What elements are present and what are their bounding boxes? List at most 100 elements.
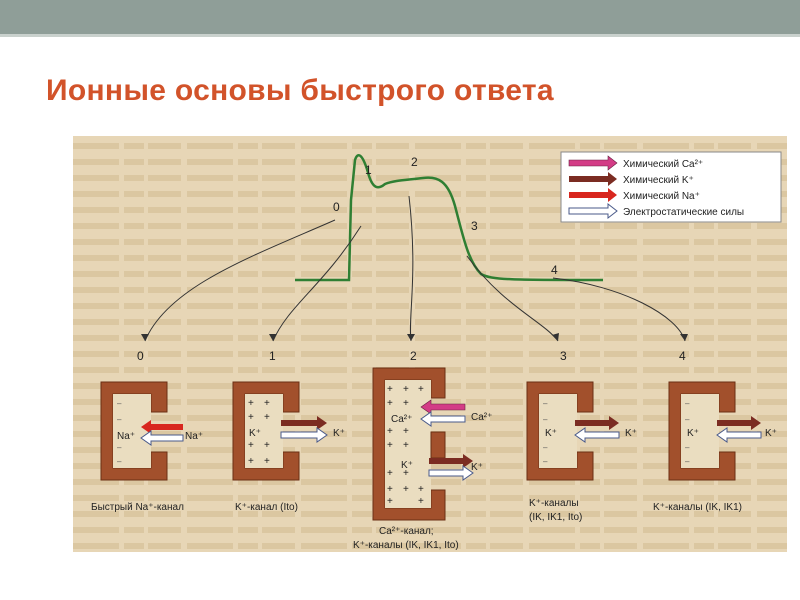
connector-arrow-1 [272, 225, 362, 342]
channel-4-k: –––– K⁺ K⁺ [668, 381, 777, 481]
svg-text:+: + [248, 456, 254, 467]
channel-3-charge-marks: – – – – [543, 399, 548, 466]
svg-text:–: – [543, 443, 548, 452]
svg-text:+: + [403, 398, 409, 409]
channel-0-ion-inside: Na⁺ [117, 431, 135, 442]
electrostatic-inward-arrow-icon-3 [574, 427, 620, 443]
svg-text:–: – [543, 415, 548, 424]
svg-text:+: + [387, 384, 393, 395]
electrostatic-arrow-icon [568, 202, 618, 220]
electrostatic-inward-arrow-icon-ca [420, 411, 466, 427]
svg-text:–: – [117, 457, 122, 466]
channel-1-caption: K⁺-канал (Ito) [235, 502, 298, 513]
channel-2-caption-line2: K⁺-каналы (IK, IK1, Ito) [353, 540, 459, 551]
curve-phase-label-2: 2 [411, 155, 418, 169]
svg-text:–: – [543, 399, 548, 408]
slide-title: Ионные основы быстрого ответа [46, 74, 554, 107]
svg-text:+: + [387, 484, 393, 495]
electrostatic-inward-arrow-icon [140, 430, 184, 446]
channel-2-ca-ion-outside: Ca²⁺ [471, 412, 492, 423]
channel-phase-label-1: 1 [269, 349, 276, 363]
curve-phase-label-3: 3 [471, 219, 478, 233]
svg-text:+: + [264, 398, 270, 409]
k-outward-arrow-icon-2 [429, 454, 473, 468]
channel-4-ion-outside: K⁺ [765, 428, 777, 439]
svg-text:+: + [418, 496, 424, 507]
channel-0-charge-marks: – [117, 399, 122, 408]
curve-phase-label-4: 4 [551, 263, 558, 277]
electrostatic-inward-arrow-icon-4 [716, 427, 762, 443]
svg-text:+: + [387, 468, 393, 479]
k-outward-arrow-icon-4 [717, 416, 761, 430]
channel-2-mid-gate [430, 431, 446, 459]
channel-2-k-ion-outside: K⁺ [471, 462, 483, 473]
channel-1-charge-marks: + + + + + + + + [248, 398, 270, 467]
channel-3-ion-inside: K⁺ [545, 428, 557, 439]
channel-3-k: – – – – K⁺ K⁺ [526, 381, 637, 481]
action-potential-curve [295, 154, 604, 282]
svg-text:–: – [685, 415, 690, 424]
channel-1-ion-outside: K⁺ [333, 428, 345, 439]
connector-arrow-4 [552, 277, 686, 342]
legend-label-k: Химический K⁺ [623, 175, 694, 186]
curve-phase-label-1: 1 [365, 163, 372, 177]
ca-chemical-arrow-icon [568, 155, 618, 171]
connector-arrow-0 [144, 219, 336, 342]
channel-4-ion-inside: K⁺ [687, 428, 699, 439]
channel-phase-label-3: 3 [560, 349, 567, 363]
legend: Химический Ca²⁺ Химический K⁺ Химический… [560, 151, 782, 223]
svg-text:+: + [248, 440, 254, 451]
svg-text:+: + [403, 384, 409, 395]
channel-2-ca-k: +++ ++ ++ ++ ++ +++ ++ Ca²⁺ Ca²⁺ K⁺ K⁺ [372, 367, 492, 521]
svg-text:+: + [418, 384, 424, 395]
electrostatic-outward-arrow-icon-2 [428, 465, 474, 481]
svg-text:+: + [248, 398, 254, 409]
svg-text:+: + [403, 426, 409, 437]
svg-text:+: + [403, 468, 409, 479]
curve-phase-label-0: 0 [333, 200, 340, 214]
top-decor-band [0, 0, 800, 34]
connector-arrowheads [141, 333, 688, 341]
svg-text:+: + [264, 456, 270, 467]
channel-2-interior [385, 380, 431, 508]
channel-0-interior [113, 394, 151, 468]
channel-3-ion-outside: K⁺ [625, 428, 637, 439]
channel-3-caption-line1: K⁺-каналы [529, 498, 579, 509]
channel-phase-label-2: 2 [410, 349, 417, 363]
ion-channel-figure: 0 1 2 3 4 0 1 2 3 4 Химический Ca²⁺ Хими… [73, 136, 787, 552]
channel-4-charge-marks: –––– [685, 399, 690, 466]
channel-2-charge-marks: +++ ++ ++ ++ ++ +++ ++ [387, 384, 424, 507]
svg-text:–: – [117, 415, 122, 424]
channel-phase-label-4: 4 [679, 349, 686, 363]
na-chemical-arrow-icon [569, 188, 617, 202]
svg-text:+: + [264, 412, 270, 423]
channel-2-k-ion-inside: K⁺ [401, 460, 413, 471]
connector-arrow-2 [408, 195, 414, 342]
channel-3-caption-line2: (IK, IK1, Ito) [529, 512, 582, 523]
svg-text:+: + [387, 496, 393, 507]
channel-2-caption-line1: Ca²⁺-канал; [379, 526, 434, 537]
svg-text:+: + [387, 440, 393, 451]
svg-text:–: – [685, 443, 690, 452]
svg-text:+: + [387, 398, 393, 409]
channel-1-interior [245, 394, 283, 468]
svg-text:–: – [543, 457, 548, 466]
channel-3-interior [539, 394, 577, 468]
channel-phase-label-0: 0 [137, 349, 144, 363]
legend-label-ca: Химический Ca²⁺ [623, 159, 703, 170]
svg-text:+: + [403, 484, 409, 495]
svg-text:+: + [248, 412, 254, 423]
channel-0-na: – – – – Na⁺ Na⁺ [100, 381, 203, 481]
figure-svg: 0 1 2 3 4 0 1 2 3 4 Химический Ca²⁺ Хими… [73, 136, 787, 552]
channel-1-ion-inside: K⁺ [249, 428, 261, 439]
electrostatic-outward-arrow-icon [280, 427, 328, 443]
connector-arrow-3 [466, 255, 559, 342]
svg-text:+: + [264, 440, 270, 451]
k-outward-arrow-icon-3 [575, 416, 619, 430]
svg-text:+: + [403, 440, 409, 451]
svg-text:+: + [418, 484, 424, 495]
channel-2-ca-ion-inside: Ca²⁺ [391, 414, 412, 425]
top-decor-line [0, 34, 800, 37]
svg-text:–: – [685, 457, 690, 466]
na-inward-arrow-icon [141, 420, 183, 434]
